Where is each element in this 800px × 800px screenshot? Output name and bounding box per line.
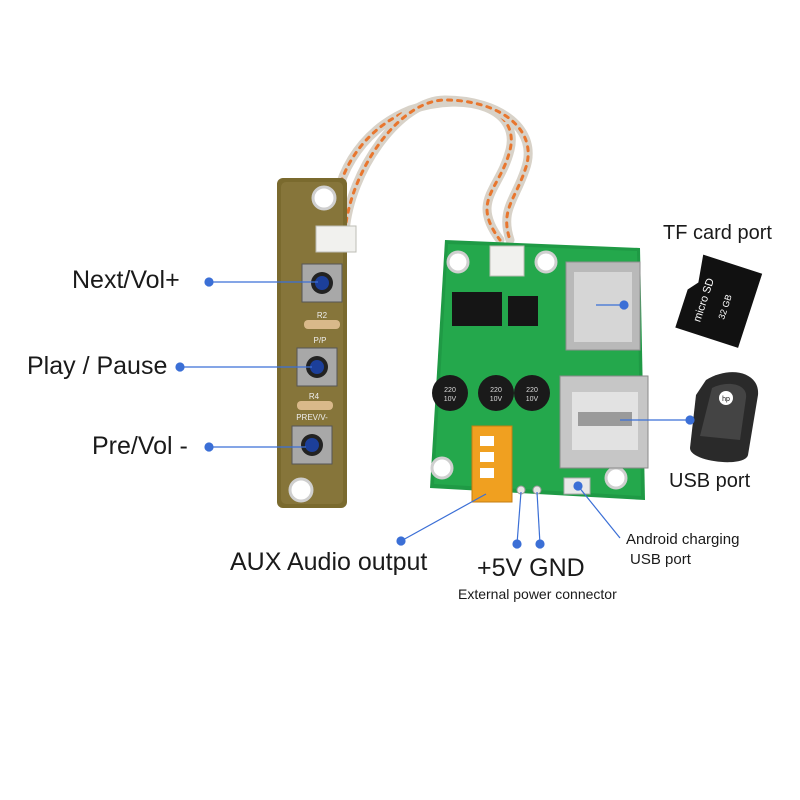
cap-label-3: 220 <box>526 387 538 394</box>
label-tf-card-port: TF card port <box>663 222 772 244</box>
label-next-vol: Next/Vol+ <box>72 266 180 294</box>
hp-logo: hp <box>722 396 730 403</box>
label-play-pause: Play / Pause <box>27 352 168 380</box>
ribbon-cable <box>329 95 533 245</box>
cap-label-1: 220 <box>444 387 456 394</box>
label-external-power: External power connector <box>458 586 617 602</box>
marking-r2: R2 <box>317 311 328 320</box>
callouts <box>175 277 695 549</box>
marking-prev: PREV/V- <box>296 413 328 422</box>
label-pre-vol: Pre/Vol - <box>92 432 188 460</box>
main-board: 220 10V 220 10V 220 10V <box>430 240 649 503</box>
marking-r4: R4 <box>309 392 320 401</box>
label-aux-output: AUX Audio output <box>230 548 428 576</box>
cap-volt-2: 10V <box>490 396 503 403</box>
label-android-usb-port: USB port <box>630 551 691 568</box>
usb-flash-drive: hp <box>690 372 759 463</box>
cap-label-2: 220 <box>490 387 502 394</box>
label-usb-port: USB port <box>669 470 751 492</box>
marking-pp: P/P <box>314 336 327 345</box>
button-board: R2 P/P R4 PREV/V- <box>277 178 357 508</box>
label-android-charging: Android charging <box>626 531 740 548</box>
cap-volt-3: 10V <box>526 396 539 403</box>
label-power-pins: +5V GND <box>477 554 585 582</box>
microsd-card: micro SD 32 GB <box>675 254 763 348</box>
cap-volt-1: 10V <box>444 396 457 403</box>
